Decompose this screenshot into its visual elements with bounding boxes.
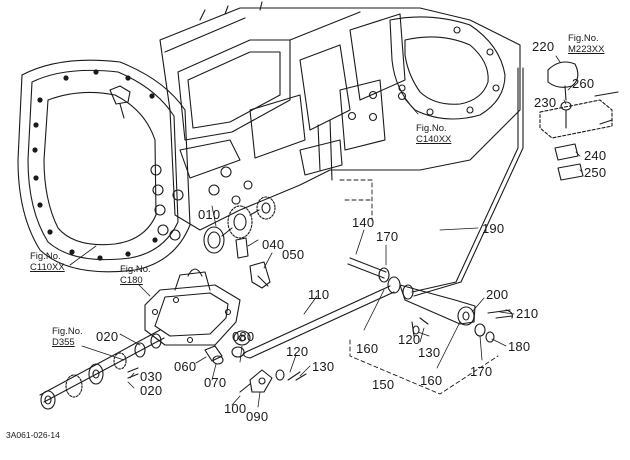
rod-110 <box>243 285 395 359</box>
case-bosses <box>150 90 407 241</box>
lever-hardware <box>204 330 307 393</box>
fig-ref-c180: Fig.No. C180 <box>120 264 151 286</box>
subassembly-boundary-140 <box>339 179 373 221</box>
fig-ref-title: Fig.No. <box>568 33 599 44</box>
part-label-190: 190 <box>482 221 505 236</box>
subassembly-boundary-150 <box>349 339 499 395</box>
part-label-110: 110 <box>308 287 330 302</box>
part-label-090: 090 <box>246 409 269 424</box>
rear-cover <box>144 268 241 346</box>
fig-ref-c140: Fig.No. C140XX <box>416 123 452 145</box>
part-label-020: 020 <box>140 383 163 398</box>
part-label-170: 170 <box>470 364 493 379</box>
shift-knob-assembly <box>539 61 619 181</box>
fig-ref-code: C140XX <box>416 133 452 145</box>
part-label-130: 130 <box>418 345 441 360</box>
part-label-170: 170 <box>376 229 399 244</box>
part-label-130: 130 <box>312 359 335 374</box>
part-label-160: 160 <box>420 373 443 388</box>
part-label-250: 250 <box>584 165 607 180</box>
part-label-180: 180 <box>508 339 531 354</box>
part-label-030: 030 <box>140 369 163 384</box>
part-label-210: 210 <box>516 306 539 321</box>
fig-ref-title: Fig.No. <box>52 326 83 337</box>
part-label-220: 220 <box>532 39 555 54</box>
drawing-code: 3A061-026-14 <box>6 430 60 440</box>
fig-ref-code: M223XX <box>568 43 605 55</box>
part-label-070: 070 <box>204 375 227 390</box>
fig-ref-c110: Fig.No. C110XX <box>30 251 65 273</box>
gear-assembly <box>203 196 276 254</box>
fig-ref-title: Fig.No. <box>120 264 151 275</box>
part-label-020: 020 <box>96 329 119 344</box>
part-label-260: 260 <box>572 76 595 91</box>
pto-shaft <box>39 329 165 410</box>
part-label-140: 140 <box>352 215 375 230</box>
fig-ref-title: Fig.No. <box>416 123 447 134</box>
fig-ref-d355: Fig.No. D355 <box>52 326 83 348</box>
part-label-080: 080 <box>232 329 255 344</box>
transmission-case <box>150 1 521 241</box>
fig-ref-code: D355 <box>52 336 75 348</box>
part-label-230: 230 <box>534 95 557 110</box>
part-label-120: 120 <box>286 344 309 359</box>
part-label-120: 120 <box>398 332 421 347</box>
fig-ref-code: C110XX <box>30 261 65 273</box>
rod-190 <box>411 67 524 297</box>
part-label-040: 040 <box>262 237 285 252</box>
shift-fork-parts <box>235 237 271 289</box>
part-label-150: 150 <box>372 377 395 392</box>
part-label-240: 240 <box>584 148 607 163</box>
fig-ref-m223: Fig.No. M223XX <box>568 33 605 55</box>
part-label-100: 100 <box>224 401 247 416</box>
part-label-160: 160 <box>356 341 379 356</box>
fig-ref-code: C180 <box>120 274 143 286</box>
lever-arm <box>347 257 513 343</box>
part-label-010: 010 <box>198 207 221 222</box>
part-label-200: 200 <box>486 287 509 302</box>
fig-ref-title: Fig.No. <box>30 251 61 262</box>
part-label-050: 050 <box>282 247 305 262</box>
housing-bolt-holes <box>32 69 158 261</box>
leader-lines <box>69 55 583 408</box>
part-label-060: 060 <box>174 359 197 374</box>
clutch-housing <box>17 59 191 273</box>
